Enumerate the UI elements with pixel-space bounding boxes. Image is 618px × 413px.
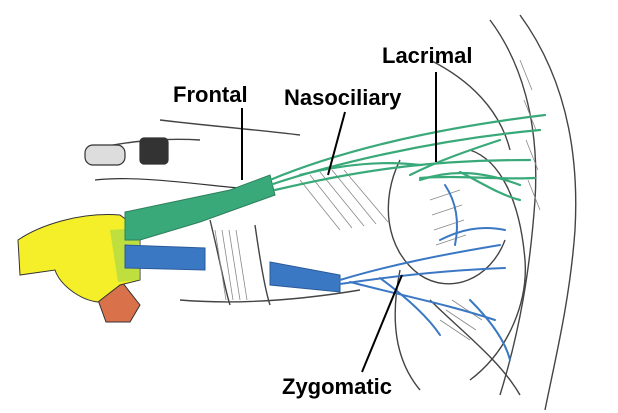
nasociliary-label: Nasociliary <box>284 85 402 110</box>
ophthalmic-branches <box>268 113 547 202</box>
lacrimal-label: Lacrimal <box>382 43 473 68</box>
orbit-bone-outline <box>89 14 577 411</box>
zygomatic-label: Zygomatic <box>282 374 393 399</box>
hatching <box>214 59 541 341</box>
maxillary-branches <box>339 184 511 361</box>
maxillary-nerve <box>124 244 206 271</box>
frontal-label: Frontal <box>173 82 248 107</box>
blood-vessel <box>84 137 261 191</box>
label-pointers <box>241 72 437 373</box>
maxillary-nerve-continuation <box>269 261 341 293</box>
zygomatic-pointer <box>361 274 403 373</box>
nasociliary-pointer <box>327 111 346 176</box>
ophthalmic-nerve <box>124 174 276 241</box>
